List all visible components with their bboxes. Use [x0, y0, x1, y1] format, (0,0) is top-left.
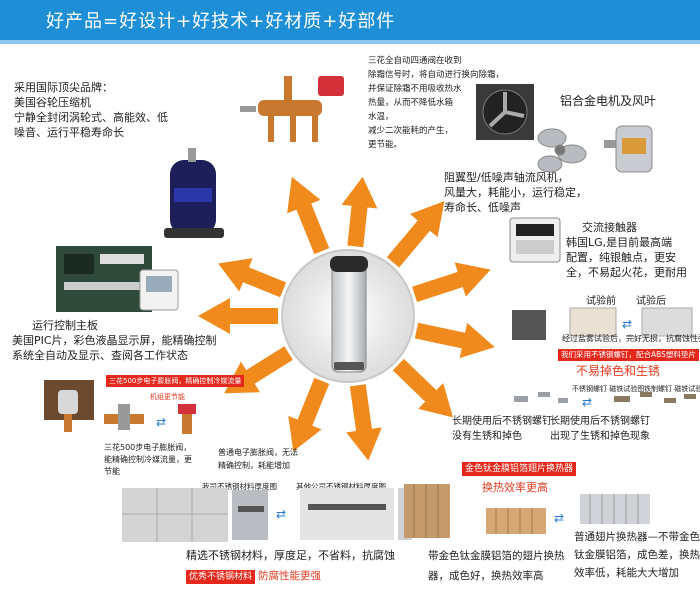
heat-exchanger-right-line-1: 普通翅片换热器—不带金色	[574, 531, 700, 543]
svg-text:⇄: ⇄	[276, 507, 286, 521]
defrost-line-4: 热量，从而不降低水箱	[368, 98, 454, 108]
control-line-1: 运行控制主板	[32, 319, 98, 332]
heat-exchanger-right-caption: 普通翅片换热器—不带金色 钛金膜铝箔，成色差，换热 效率低，耗能大大增加	[574, 528, 700, 582]
salt-test-red-label: 我们采用不锈钢螺钉，配合ABS塑料垫片	[558, 349, 699, 361]
motor-and-blade-image	[537, 125, 653, 173]
motor-label: 铝合金电机及风叶	[560, 94, 657, 108]
screw-left-note: 不锈钢螺钉 磁铁试验图	[572, 385, 645, 393]
screw-right-line-2: 出现了生锈和掉色现象	[550, 431, 650, 442]
arrow	[386, 201, 445, 268]
defrost-line-7: 更节能。	[368, 140, 403, 150]
compressor-line-1: 采用国际顶尖品牌：	[14, 81, 113, 94]
arrow	[218, 258, 287, 298]
contactor-line-2: 韩国LG,是目前最高端	[566, 236, 673, 249]
steel-label-other: 其他公司不锈钢材料厚度图	[296, 482, 386, 491]
tank-top-cap	[330, 256, 368, 272]
svg-text:⇄: ⇄	[156, 415, 166, 429]
heat-exchanger-images: ⇄	[404, 484, 650, 538]
header-bar	[0, 0, 700, 40]
defrost-text: 三花全自动四通阀在收到 除霜信号时，将自动进行换向除霜， 并保证除霜不用吸收热水…	[368, 54, 504, 152]
heat-exchanger-subtitle: 换热效率更高	[482, 481, 548, 494]
control-board-image	[56, 246, 179, 312]
arrow	[288, 377, 330, 452]
screw-left-caption: 长期使用后不锈钢螺钉 没有生锈和掉色	[452, 414, 552, 444]
valve-red-sub: 机组更节能	[150, 393, 185, 401]
control-line-3: 系统全自动及显示、查阅各工作状态	[12, 349, 188, 362]
salt-test-headline: 不易掉色和生锈	[576, 364, 661, 378]
compressor-line-4: 噪音、运行平稳寿命长	[14, 126, 124, 139]
steel-caption: 精选不锈钢材料，厚度足，不省料，抗腐蚀	[186, 549, 395, 562]
valve-right-text: 普通电子膨胀阀，无法 精确控制，耗能增加	[218, 446, 298, 472]
arrow	[392, 358, 454, 418]
svg-text:⇄: ⇄	[582, 395, 592, 409]
contactor-line-1: 交流接触器	[582, 221, 637, 234]
valve-left-line-3: 节能	[104, 467, 120, 476]
steel-badge: 优秀不锈钢材料	[186, 570, 256, 584]
control-line-2: 美国PIC片，彩色液晶显示屏，能精确控制	[12, 334, 217, 347]
valve-left-line-1: 三花500步电子膨胀阀，	[104, 443, 192, 452]
heat-pump-tank	[331, 261, 367, 373]
salt-test-after: 试验后	[636, 296, 666, 307]
contactor-line-3: 配置，纯银触点，更安	[566, 251, 676, 264]
arrow	[341, 176, 378, 248]
heat-exchanger-right-line-2: 钛金膜铝箔，成色差，换热	[574, 549, 700, 561]
screw-right-line-1: 长期使用后不锈钢螺钉	[550, 416, 650, 427]
defrost-line-5: 水温，	[368, 112, 394, 122]
screw-left-line-2: 没有生锈和掉色	[452, 431, 522, 442]
defrost-line-1: 三花全自动四通阀在收到	[368, 56, 462, 66]
fan-line-2: 风量大，耗能小，运行稳定，	[444, 186, 587, 199]
steel-badge-text: 防腐性能更强	[258, 570, 321, 582]
heat-exchanger-left-caption: 带金色钛金膜铝箔的翅片换热 器，成色好，换热效率高	[428, 546, 565, 586]
tank-base	[334, 362, 364, 370]
svg-text:⇄: ⇄	[554, 511, 564, 525]
salt-test-images: ⇄	[512, 307, 693, 340]
screw-images: ⇄	[514, 392, 696, 409]
arrow-group	[198, 176, 495, 461]
valve-red-label: 三花500步电子膨胀阀，精确控制冷媒流量	[106, 375, 245, 387]
compressor-line-3: 宁静全封闭涡轮式、高能效、低	[14, 111, 168, 124]
fan-line-1: 阻翼型/低噪声轴流风机，	[444, 171, 569, 184]
screw-left-line-1: 长期使用后不锈钢螺钉	[452, 416, 552, 427]
heat-exchanger-left-line-2: 器，成色好，换热效率高	[428, 570, 544, 582]
heat-exchanger-right-line-3: 效率低，耗能大大增加	[574, 567, 679, 579]
contactor-image	[509, 217, 561, 263]
contactor-text: 交流接触器 韩国LG,是目前最高端 配置，纯银触点，更安 全，不易起火花，更耐用	[566, 220, 687, 280]
four-way-valve-image	[240, 76, 344, 142]
valve-compare-images: ⇄	[104, 404, 196, 434]
electronic-valve-image	[44, 380, 94, 432]
valve-left-line-2: 能精确控制冷媒流量，更	[104, 455, 192, 464]
compressor-text: 采用国际顶尖品牌： 美国谷轮压缩机 宁静全封闭涡轮式、高能效、低 噪音、运行平稳…	[14, 80, 168, 140]
salt-test-caption: 经过盐雾试验后，完好无损，抗腐蚀性强	[562, 334, 700, 343]
defrost-line-2: 除霜信号时，将自动进行换向除霜，	[368, 70, 505, 80]
arrow	[414, 322, 495, 359]
svg-text:⇄: ⇄	[622, 317, 632, 331]
screw-right-caption: 长期使用后不锈钢螺钉 出现了生锈和掉色现象	[550, 414, 650, 444]
valve-right-line-2: 精确控制，耗能增加	[218, 461, 290, 470]
compressor-line-2: 美国谷轮压缩机	[14, 96, 91, 109]
screw-right-note: 铁制螺钉 磁铁试验图	[644, 385, 700, 393]
valve-left-text: 三花500步电子膨胀阀， 能精确控制冷媒流量，更 节能	[104, 442, 192, 478]
heat-exchanger-badge: 金色钛金膜铝箔翅片换热器	[462, 462, 577, 476]
control-text: 运行控制主板 美国PIC片，彩色液晶显示屏，能精确控制 系统全自动及显示、查阅各…	[12, 318, 217, 363]
arrow	[346, 384, 382, 461]
fan-line-3: 寿命长、低噪声	[444, 201, 521, 214]
arrow	[198, 298, 278, 334]
defrost-line-3: 并保证除霜不用吸收热水	[368, 84, 462, 94]
page-title: 好产品=好设计+好技术+好材质+好部件	[46, 11, 396, 32]
contactor-line-4: 全，不易起火花，更耐用	[566, 266, 687, 279]
compressor-image	[164, 148, 224, 238]
fan-box-image	[476, 84, 534, 140]
arrow	[224, 346, 293, 394]
salt-test-before: 试验前	[586, 296, 616, 307]
heat-exchanger-left-line-1: 带金色钛金膜铝箔的翅片换热	[428, 550, 565, 562]
steel-compare-images: ⇄	[122, 488, 412, 542]
arrow	[412, 262, 491, 302]
valve-right-line-1: 普通电子膨胀阀，无法	[218, 448, 298, 457]
fan-text: 阻翼型/低噪声轴流风机， 风量大，耗能小，运行稳定， 寿命长、低噪声	[444, 170, 587, 215]
defrost-line-6: 减少二次能耗的产生，	[368, 126, 454, 136]
steel-label-ours: 我司不锈钢材料厚度图	[202, 482, 277, 491]
arrow	[287, 176, 330, 255]
header-underline	[0, 40, 700, 44]
